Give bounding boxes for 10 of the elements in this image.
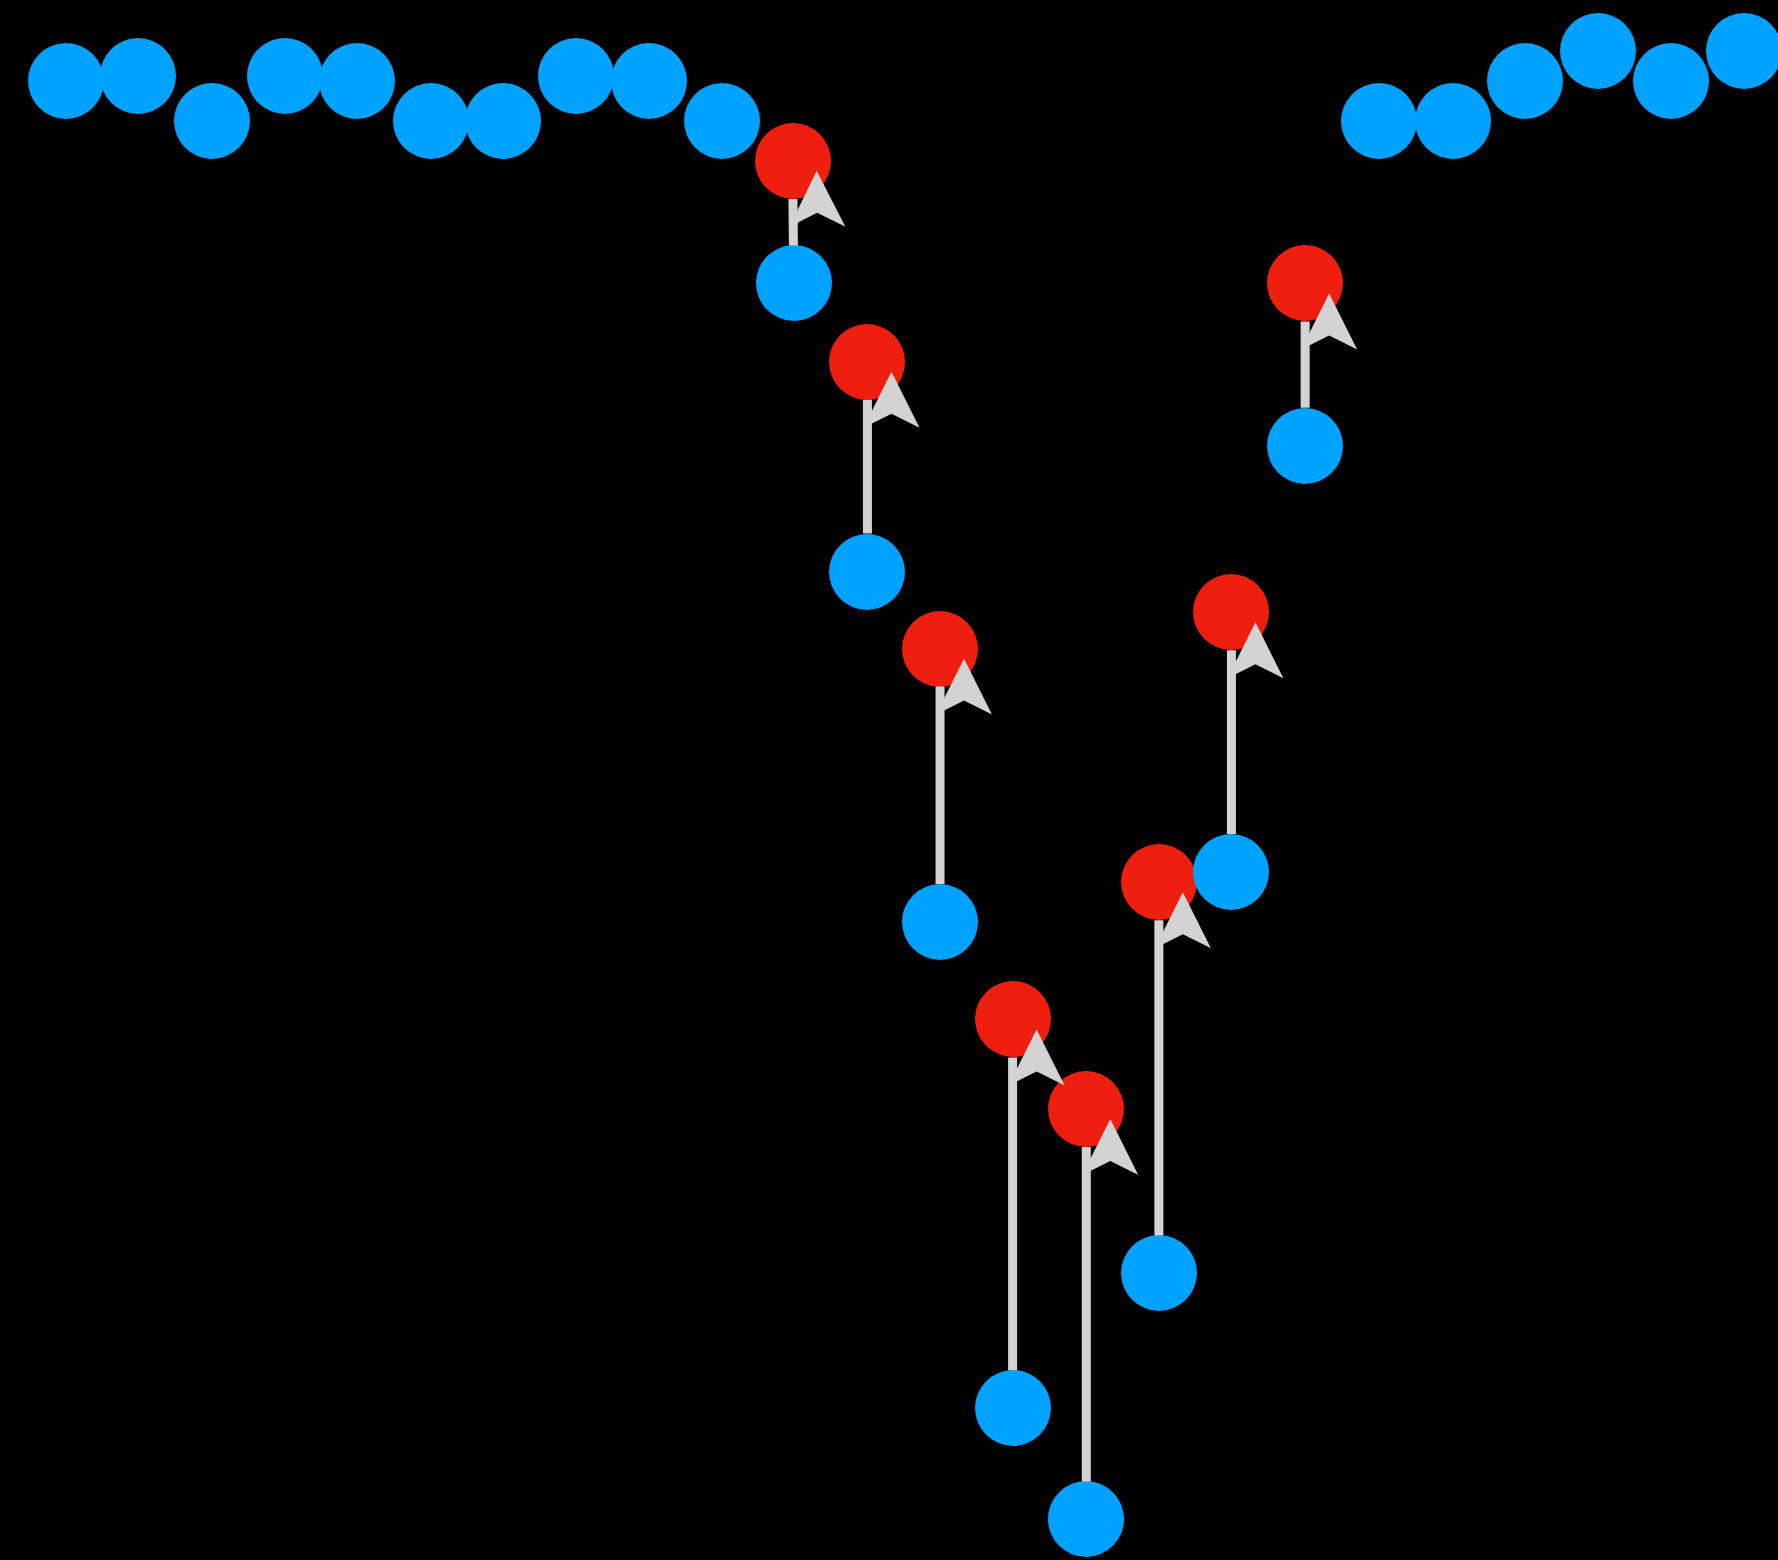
particle bbox=[1705, 13, 1778, 89]
arrow bbox=[1154, 892, 1211, 1236]
arrow bbox=[1081, 1119, 1139, 1482]
arrow bbox=[1008, 1029, 1065, 1371]
arrow bbox=[788, 170, 846, 246]
arrow bbox=[862, 371, 920, 534]
arrow bbox=[1300, 293, 1358, 408]
arrow bbox=[1226, 622, 1284, 834]
arrow bbox=[935, 658, 993, 884]
particle bbox=[1559, 13, 1636, 89]
